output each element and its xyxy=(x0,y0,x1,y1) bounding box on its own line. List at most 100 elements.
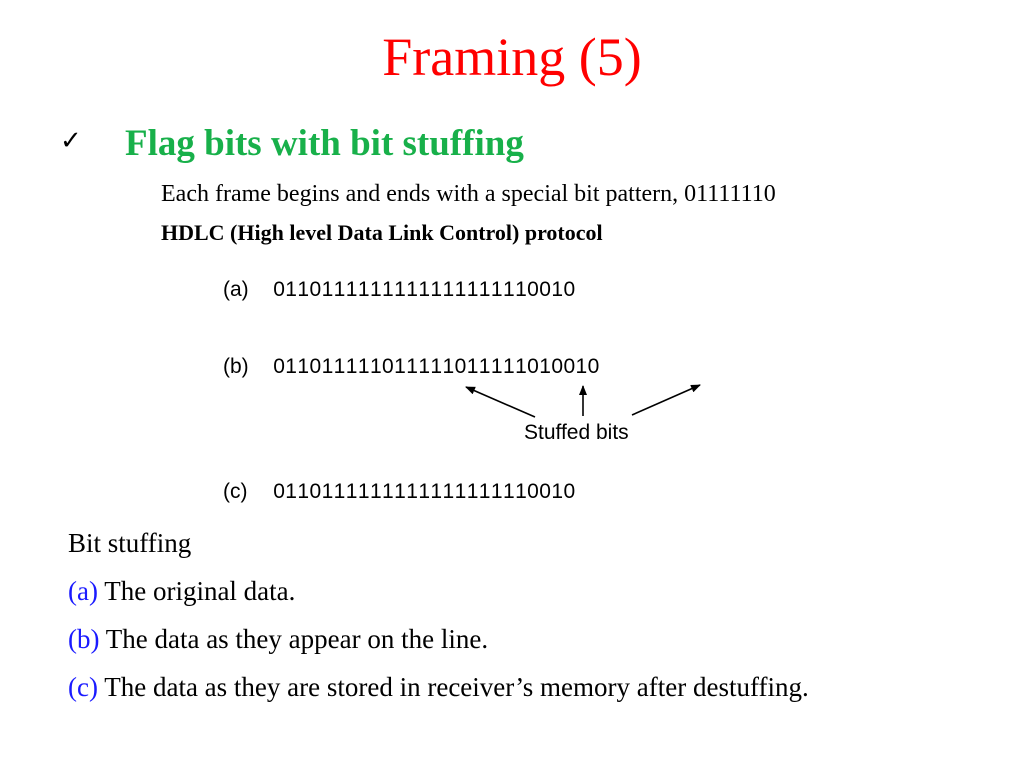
caption-tag: (a) xyxy=(68,576,98,606)
bit-row-c: (c) 0110111111111111111110010 xyxy=(223,480,575,504)
bit-digit: 1 xyxy=(297,278,310,301)
bit-digit: 1 xyxy=(502,480,515,503)
bit-digit: 1 xyxy=(454,278,467,301)
bit-digit: 0 xyxy=(309,355,322,378)
bit-digit: 0 xyxy=(527,355,539,378)
stuffed-bits-label: Stuffed bits xyxy=(524,421,629,444)
bit-digit: 0 xyxy=(563,480,576,503)
bit-digit: 1 xyxy=(345,480,358,503)
bit-digit: 0 xyxy=(551,355,564,378)
row-label: (c) xyxy=(223,480,248,503)
bit-digit: 1 xyxy=(502,278,515,301)
bit-digit: 1 xyxy=(478,480,491,503)
bit-digit: 1 xyxy=(285,278,297,301)
bit-digit: 1 xyxy=(430,278,443,301)
bit-digit: 1 xyxy=(490,480,503,503)
bit-digit: 1 xyxy=(418,355,431,378)
bit-digit: 1 xyxy=(502,355,515,378)
caption-text: The data as they are stored in receiver’… xyxy=(97,672,809,702)
bit-digit: 1 xyxy=(333,278,346,301)
bit-digit: 1 xyxy=(418,480,431,503)
bit-digit: 1 xyxy=(466,278,479,301)
bit-digit: 1 xyxy=(333,480,346,503)
bit-digit: 0 xyxy=(454,355,467,378)
bit-digit: 1 xyxy=(539,355,551,378)
bit-row-a: (a)0110111111111111111110010 xyxy=(223,278,575,302)
bit-digit: 1 xyxy=(345,355,358,378)
checkmark-icon: ✓ xyxy=(60,126,82,156)
bit-digit: 1 xyxy=(515,480,527,503)
bit-digit: 1 xyxy=(357,480,370,503)
caption-item-c: (c) The data as they are stored in recei… xyxy=(68,672,809,703)
row-label: (a) xyxy=(223,278,249,301)
bit-digit: 1 xyxy=(406,480,418,503)
slide-title: Framing (5) xyxy=(382,27,642,87)
bit-digit: 1 xyxy=(430,355,443,378)
bit-digit: 0 xyxy=(527,278,539,301)
bit-digit: 1 xyxy=(333,355,346,378)
bit-digit: 1 xyxy=(430,480,443,503)
bit-digit: 1 xyxy=(575,355,588,378)
bit-digit: 1 xyxy=(285,355,297,378)
bit-digit: 1 xyxy=(466,480,479,503)
bit-digit: 1 xyxy=(466,355,479,378)
bit-digit: 0 xyxy=(309,480,322,503)
bit-digit: 1 xyxy=(406,355,418,378)
bit-digit: 1 xyxy=(357,278,370,301)
bit-digit: 1 xyxy=(321,480,334,503)
bit-digit: 0 xyxy=(273,278,285,301)
bit-digit: 0 xyxy=(563,355,576,378)
caption-item-b: (b) The data as they appear on the line. xyxy=(68,624,488,655)
bullet-heading: Flag bits with bit stuffing xyxy=(125,123,524,164)
caption-tag: (c) xyxy=(68,672,98,702)
protocol-note: HDLC (High level Data Link Control) prot… xyxy=(161,220,603,245)
bit-digit: 1 xyxy=(551,278,564,301)
caption-tag: (b) xyxy=(68,624,100,654)
bit-digit: 1 xyxy=(490,278,503,301)
bit-digit: 1 xyxy=(442,278,455,301)
bit-digit: 1 xyxy=(478,278,491,301)
bit-digit: 1 xyxy=(369,278,382,301)
bit-digit: 1 xyxy=(297,480,310,503)
bit-digit: 1 xyxy=(394,278,406,301)
caption-item-a: (a) The original data. xyxy=(68,576,295,607)
bit-digit: 1 xyxy=(345,278,358,301)
bit-digit: 1 xyxy=(442,480,455,503)
bit-row-b: (b) 011011111011111011111010010 xyxy=(223,355,600,379)
bit-digit: 1 xyxy=(490,355,503,378)
bit-digit: 0 xyxy=(309,278,322,301)
bit-digit: 0 xyxy=(539,480,551,503)
bit-digit: 0 xyxy=(563,278,576,301)
bit-digit: 1 xyxy=(454,480,467,503)
bit-digit: 0 xyxy=(273,480,285,503)
bit-digit: 1 xyxy=(357,355,370,378)
bit-digit: 0 xyxy=(273,355,285,378)
bit-digit: 1 xyxy=(369,355,382,378)
caption-title: Bit stuffing xyxy=(68,528,192,558)
description-text: Each frame begins and ends with a specia… xyxy=(161,181,776,207)
caption-text: The data as they appear on the line. xyxy=(99,624,489,654)
bit-digit: 1 xyxy=(369,480,382,503)
bit-sequence: 0110111111111111111110010 xyxy=(273,278,575,301)
bit-digit: 1 xyxy=(418,278,431,301)
row-label: (b) xyxy=(223,355,249,378)
bit-digit: 0 xyxy=(527,480,539,503)
bit-digit: 1 xyxy=(321,355,334,378)
bit-digit: 0 xyxy=(382,355,394,378)
bit-digit: 1 xyxy=(478,355,491,378)
bit-digit: 0 xyxy=(587,355,600,378)
arrow-right xyxy=(631,384,701,416)
arrow-left xyxy=(465,386,536,418)
bit-digit: 1 xyxy=(382,480,394,503)
bit-digit: 1 xyxy=(442,355,455,378)
bit-digit: 1 xyxy=(515,278,527,301)
bit-digit: 1 xyxy=(406,278,418,301)
bit-digit: 1 xyxy=(321,278,334,301)
bit-sequence: 011011111011111011111010010 xyxy=(273,355,600,378)
bit-digit: 1 xyxy=(394,355,406,378)
caption-text: The original data. xyxy=(97,576,296,606)
bit-digit: 1 xyxy=(382,278,394,301)
bit-digit: 1 xyxy=(285,480,297,503)
bit-sequence: 0110111111111111111110010 xyxy=(273,480,575,503)
